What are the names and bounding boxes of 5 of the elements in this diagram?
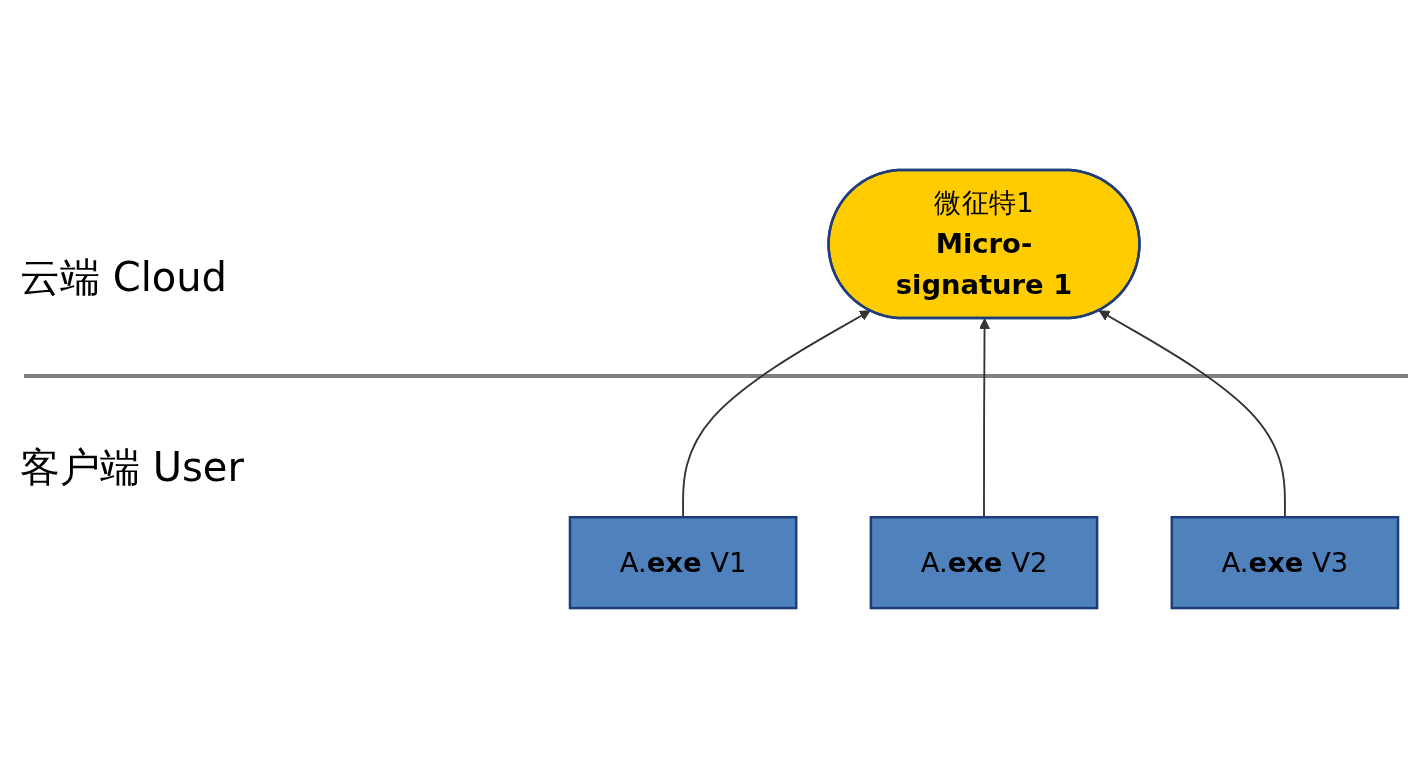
node-box: A.exe V1 bbox=[568, 515, 798, 610]
zone-label: 云端 Cloud bbox=[20, 253, 227, 302]
node-box: A.exe V2 bbox=[869, 515, 1099, 610]
node-box: A.exe V3 bbox=[1170, 515, 1400, 610]
zone-label: 客户端 User bbox=[20, 443, 244, 492]
